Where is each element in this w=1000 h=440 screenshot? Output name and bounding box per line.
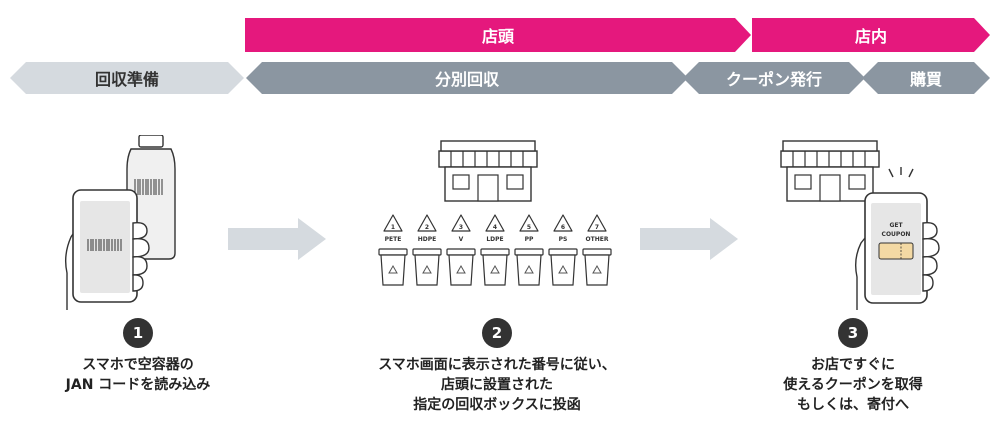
coupon-illustration: GET COUPON — [780, 140, 940, 310]
phone-scan-illustration — [64, 135, 176, 310]
shop-icon — [780, 140, 880, 202]
phase-label-storefront: 店頭 — [481, 27, 514, 46]
phase-band-shape — [752, 18, 990, 52]
ticket-icon — [878, 242, 914, 260]
bin-number: 6 — [561, 224, 565, 231]
bin-label: OTHER — [586, 236, 609, 243]
process-label-prep: 回収準備 — [94, 70, 159, 89]
shop-icon — [438, 140, 538, 202]
bin-number: 1 — [391, 224, 395, 231]
step-1-line: JAN コードを読み込み — [65, 377, 211, 393]
step-2-line: 指定の回収ボックスに投函 — [413, 397, 581, 413]
bin-label: PP — [525, 236, 534, 243]
step-number-3: 3 — [838, 318, 868, 348]
step-description-1: スマホで空容器の JAN コードを読み込み — [38, 355, 238, 395]
bin-label: LDPE — [486, 236, 503, 243]
step-2-line: スマホ画面に表示された番号に従い、 — [378, 357, 616, 373]
bin-label: V — [459, 236, 464, 243]
process-band-sorting: 分別回収 — [246, 62, 688, 94]
bin-number: 2 — [425, 224, 429, 231]
step-description-2: スマホ画面に表示された番号に従い、 店頭に設置された 指定の回収ボックスに投函 — [337, 355, 657, 415]
process-label-sorting: 分別回収 — [434, 70, 499, 89]
step-number-1: 1 — [123, 318, 153, 348]
recycle-bin-icon: 5PP — [514, 214, 544, 286]
smartphone-icon: GET COUPON — [864, 192, 928, 304]
sparkle-icon — [888, 167, 914, 178]
process-label-purchase: 購買 — [909, 70, 942, 89]
bin-label: HDPE — [418, 236, 437, 243]
phase-band-shape — [245, 18, 751, 52]
step-3-line: 使えるクーポンを取得 — [783, 377, 923, 393]
bin-number: 5 — [527, 224, 531, 231]
phase-band-storefront: 店頭 — [245, 18, 751, 52]
step-1-line: スマホで空容器の — [82, 357, 194, 373]
bin-label: PETE — [385, 236, 402, 243]
step-3-line: もしくは、寄付へ — [797, 397, 909, 413]
process-label-coupon: クーポン発行 — [725, 70, 822, 89]
phase-label-instore: 店内 — [854, 27, 887, 46]
process-band-prep: 回収準備 — [10, 62, 244, 94]
flow-arrow-icon — [228, 218, 326, 260]
phase-band-instore: 店内 — [752, 18, 990, 52]
flow-arrow-icon — [640, 218, 738, 260]
process-band-shape — [683, 62, 865, 94]
process-band-purchase: 購買 — [862, 62, 990, 94]
step-2-line: 店頭に設置された — [441, 377, 553, 393]
bin-number: 4 — [493, 224, 497, 231]
step-3-line: お店ですぐに — [811, 357, 895, 373]
bin-label: PS — [559, 236, 568, 243]
step-number-2: 2 — [482, 318, 512, 348]
process-band-coupon: クーポン発行 — [683, 62, 865, 94]
recycle-bin-icon: 6PS — [548, 214, 578, 286]
bin-number: 3 — [459, 224, 463, 231]
process-band-shape — [862, 62, 990, 94]
process-band-shape — [10, 62, 244, 94]
smartphone-icon — [72, 189, 138, 303]
coupon-text-line1: GET — [889, 222, 903, 229]
coupon-text-line2: COUPON — [882, 231, 911, 238]
recycle-bin-icon: 3V — [446, 214, 476, 286]
bin-number: 7 — [595, 224, 599, 231]
process-band-shape — [246, 62, 688, 94]
step-description-3: お店ですぐに 使えるクーポンを取得 もしくは、寄付へ — [753, 355, 953, 415]
